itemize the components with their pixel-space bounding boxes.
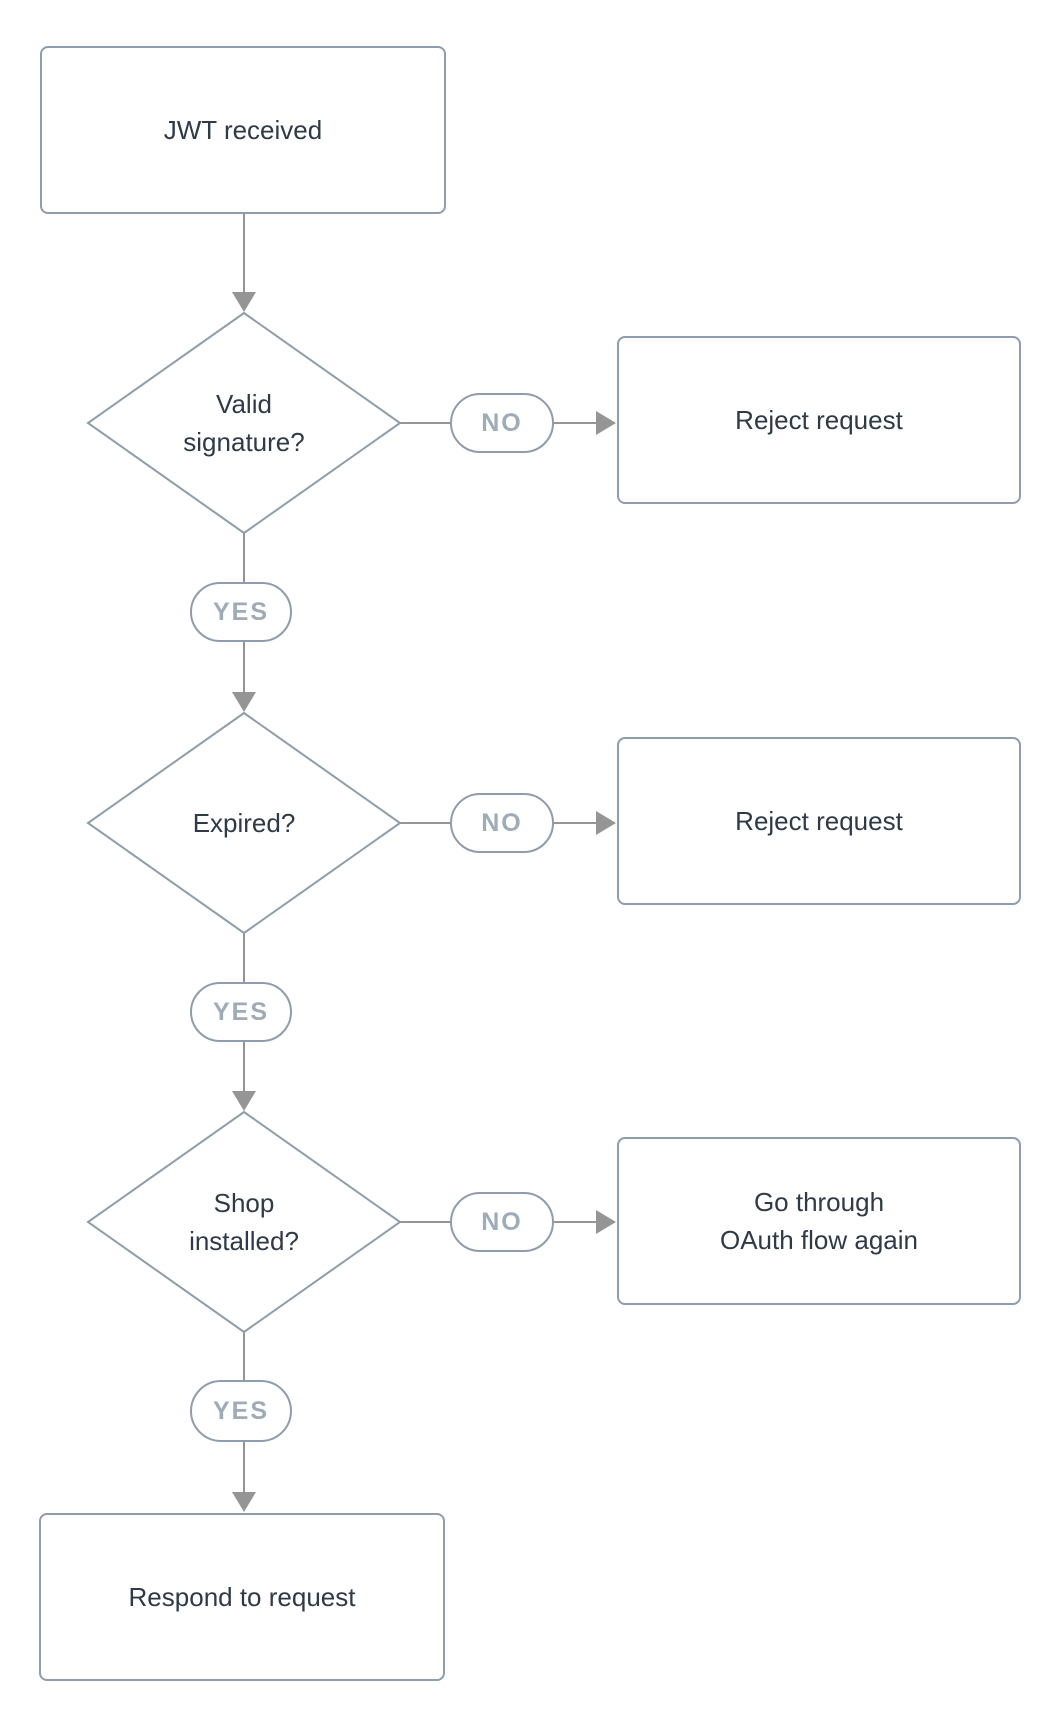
edge-label-yes-3: YES xyxy=(190,1380,292,1442)
edge-label-no-3-text: NO xyxy=(481,1207,523,1236)
edge-label-yes-1-text: YES xyxy=(212,597,270,626)
edge-label-yes-3-text: YES xyxy=(212,1396,270,1425)
edge-label-no-2-text: NO xyxy=(481,808,523,837)
arrowhead-right-icon xyxy=(596,1210,616,1234)
node-reject-request-1: Reject request xyxy=(617,336,1021,504)
edge-label-no-3: NO xyxy=(450,1192,554,1252)
node-jwt-received: JWT received xyxy=(40,46,446,214)
node-reject-request-2-label: Reject request xyxy=(735,806,903,836)
arrowhead-right-icon xyxy=(596,411,616,435)
arrowhead-down-icon xyxy=(232,292,256,312)
decision-valid-signature-label: Valid signature? xyxy=(183,389,305,457)
edge-label-no-2: NO xyxy=(450,793,554,853)
decision-shop-installed-label-box: Shop installed? xyxy=(124,1162,364,1282)
edge-label-yes-2-text: YES xyxy=(212,997,270,1026)
node-reject-request-2: Reject request xyxy=(617,737,1021,905)
node-oauth-flow-label: Go through OAuth flow again xyxy=(719,1187,918,1255)
decision-shop-installed-label: Shop installed? xyxy=(189,1188,299,1256)
node-respond-to-request: Respond to request xyxy=(39,1513,445,1681)
edge-label-yes-2: YES xyxy=(190,982,292,1042)
arrowhead-down-icon xyxy=(232,692,256,712)
edge-label-no-1-text: NO xyxy=(481,408,523,437)
arrowhead-right-icon xyxy=(596,811,616,835)
node-jwt-received-label: JWT received xyxy=(163,115,323,145)
edge-label-no-1: NO xyxy=(450,393,554,453)
decision-shop-installed xyxy=(86,1110,402,1334)
node-respond-to-request-label: Respond to request xyxy=(128,1582,356,1612)
arrowhead-down-icon xyxy=(232,1492,256,1512)
decision-expired-label-box: Expired? xyxy=(124,763,364,883)
node-oauth-flow: Go through OAuth flow again xyxy=(617,1137,1021,1305)
decision-valid-signature-label-box: Valid signature? xyxy=(124,363,364,483)
decision-valid-signature xyxy=(86,311,402,535)
node-reject-request-1-label: Reject request xyxy=(735,405,903,435)
decision-expired xyxy=(86,711,402,935)
arrowhead-down-icon xyxy=(232,1091,256,1111)
decision-expired-label: Expired? xyxy=(192,808,296,838)
edge-label-yes-1: YES xyxy=(190,582,292,642)
